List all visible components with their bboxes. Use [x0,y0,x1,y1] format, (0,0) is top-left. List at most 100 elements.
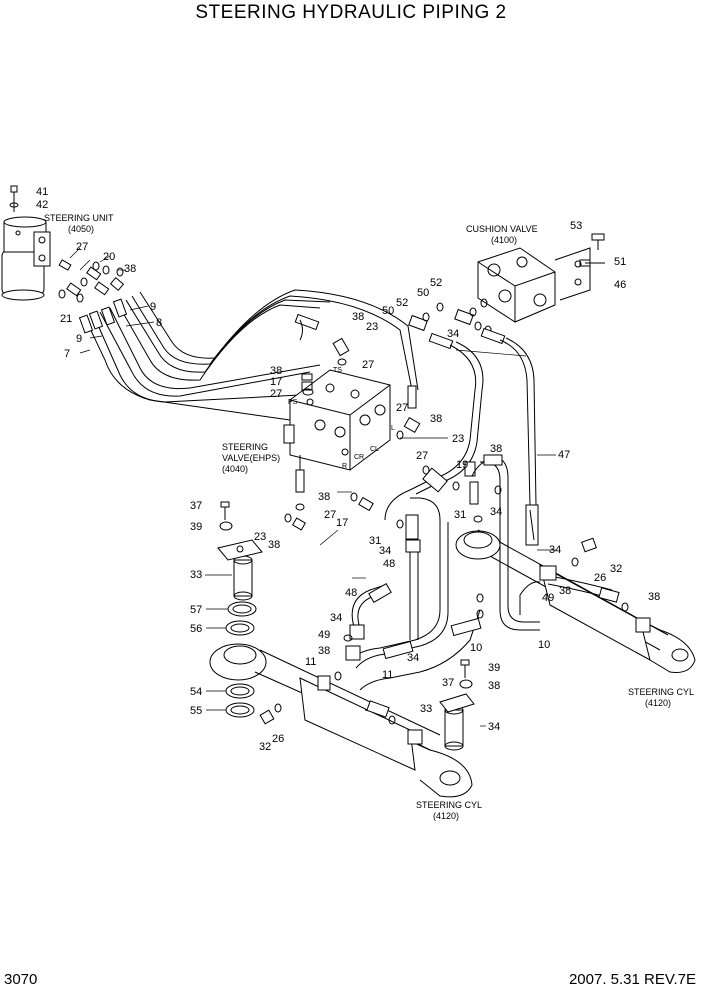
callout: 38 [648,591,660,603]
cushion-valve [477,233,605,323]
steering-cyl-left-label: STEERING CYL [416,800,482,810]
callout: 11 [305,656,316,668]
page-number: 3070 [4,971,38,988]
right-cylinder-hoses [479,455,629,631]
callout: 38 [270,365,282,377]
left-cylinder-hoses [334,497,484,725]
callout: 10 [470,642,482,654]
port-label: CL [370,446,379,453]
callout: 37 [190,500,202,512]
callout: 11 [382,669,393,681]
steering-cyl-right-code: (4120) [645,698,671,708]
callout: 31 [369,535,381,547]
callout: 34 [488,721,500,733]
callout: 27 [362,359,374,371]
port-label: PS [288,399,298,406]
callout: 10 [538,639,550,651]
callout: 38 [488,680,500,692]
callout: 27 [416,450,428,462]
steering-cyl-right-label: STEERING CYL [628,687,694,697]
callout: 48 [383,558,395,570]
port-label: TS [333,367,342,374]
callout: 38 [318,491,330,503]
callout: 38 [268,539,280,551]
callout: 39 [488,662,500,674]
callout: 17 [336,517,348,529]
callout: 55 [190,705,202,717]
callout: 21 [60,313,72,325]
callout: 38 [124,263,136,275]
callout: 37 [442,677,454,689]
callout: 31 [454,509,466,521]
callout: 47 [558,449,570,461]
steering-unit-code: (4050) [68,224,94,234]
callout: 49 [318,629,330,641]
callout: 50 [417,287,429,299]
callout: 9 [150,301,156,313]
middle-fittings [396,454,503,529]
callout: 46 [614,279,626,291]
callout: 56 [190,623,202,635]
callout: 38 [318,645,330,657]
revision-label: 2007. 5.31 REV.7E [568,971,696,988]
steering-cylinder-right [455,529,696,673]
callout: 9 [76,333,82,345]
callout: 57 [190,604,202,616]
port-label: R [342,463,347,470]
callout: 7 [64,348,70,360]
cushion-valve-fittings [408,298,506,350]
callout: 19 [456,459,468,471]
callout: 34 [447,328,459,340]
page-title: STEERING HYDRAULIC PIPING 2 [195,2,507,23]
callout: 34 [330,612,342,624]
callout: 39 [190,521,202,533]
steering-valve-code: (4040) [222,464,248,474]
steering-unit-label: STEERING UNIT [44,213,114,223]
leader-lines [69,247,556,727]
cushion-valve-label: CUSHION VALVE [466,224,538,234]
callout: 8 [156,317,162,329]
callout: 34 [379,545,391,557]
callout: 52 [430,277,442,289]
pivot-parts-left [217,501,282,725]
callout: 27 [324,509,336,521]
callout: 34 [549,544,561,556]
port-label: L [391,425,395,432]
callout: 32 [610,563,622,575]
callout: 26 [594,572,606,584]
callout: 34 [407,652,419,664]
callout: 23 [366,321,378,333]
callout: 50 [382,305,394,317]
callout: 20 [103,251,115,263]
pivot-parts-right [439,659,475,751]
callout: 34 [490,506,502,518]
callout: 27 [396,402,408,414]
port-label: CR [354,454,364,461]
callout: 41 [36,186,48,198]
callout: 54 [190,686,202,698]
callout: 38 [430,413,442,425]
callout: 38 [352,311,364,323]
callout: 33 [190,569,202,581]
callout: 38 [490,443,502,455]
steering-unit-fittings [58,259,125,303]
cushion-valve-code: (4100) [491,235,517,245]
steering-valve-label-2: VALVE(EHPS) [222,453,280,463]
callout: 23 [452,433,464,445]
callout: 53 [570,220,582,232]
steering-unit [1,185,51,301]
callout: 51 [614,256,626,268]
cushion-hoses [384,337,539,546]
callout: 27 [270,388,282,400]
component-labels: STEERING UNIT (4050) CUSHION VALVE (4100… [44,213,694,821]
callout: 38 [559,585,571,597]
callout: 48 [345,587,357,599]
steering-cyl-left-code: (4120) [433,811,459,821]
callout: 17 [270,376,282,388]
callout: 33 [420,703,432,715]
steering-cylinder-left [209,643,473,798]
callout-numbers: 41 42 27 20 38 21 9 8 7 9 38 23 27 38 17… [36,186,660,753]
steering-valve [283,369,391,471]
callout: 42 [36,199,48,211]
hose-bundle [78,289,419,421]
